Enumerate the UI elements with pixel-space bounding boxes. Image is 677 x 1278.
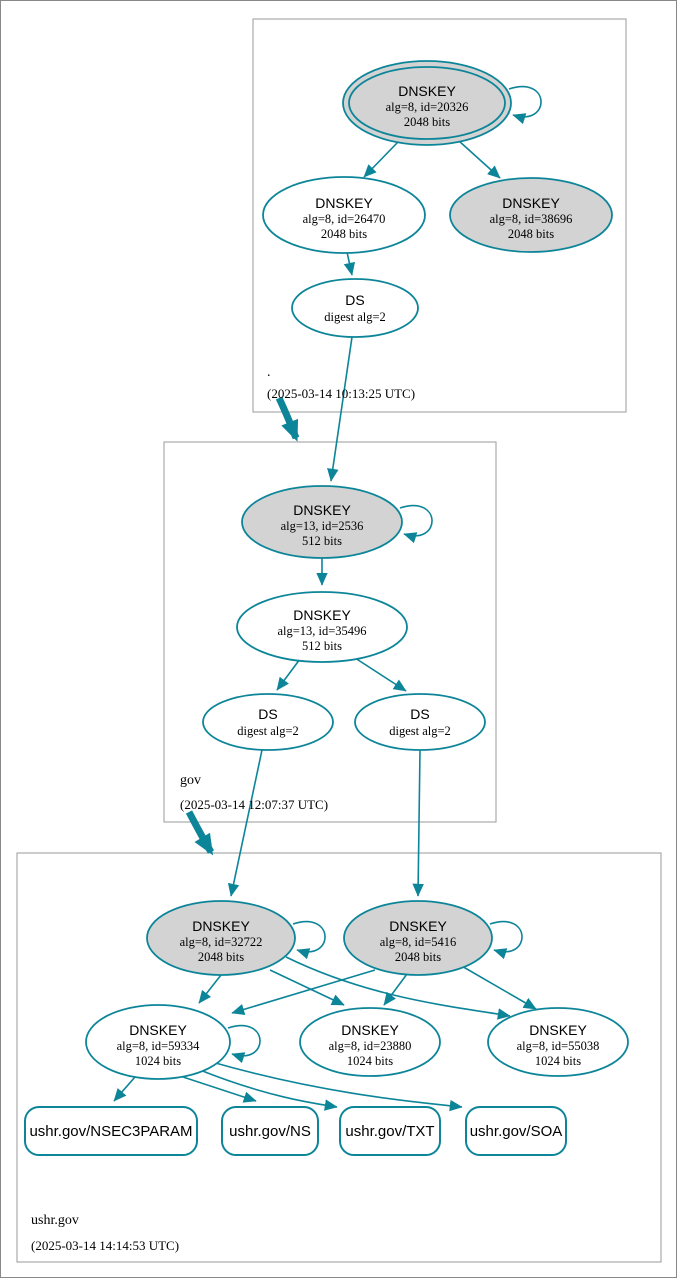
edge-ksk2-to-zsk2 [383,973,408,1006]
node-algid: alg=8, id=23880 [329,1039,412,1053]
zone-timestamp-root: (2025-03-14 10:13:25 UTC) [267,386,415,401]
node-bits: 512 bits [302,534,342,548]
rrset-label: ushr.gov/SOA [470,1123,563,1140]
node-title: DNSKEY [293,502,351,518]
node-bits: 2048 bits [395,950,441,964]
edge-root-ds-to-gov-ksk [327,336,353,482]
node-title: DNSKEY [398,83,456,99]
node-algid: alg=8, id=26470 [303,212,386,226]
zone-timestamp-ushr-gov: (2025-03-14 14:14:53 UTC) [31,1238,179,1253]
edge-ksk2-to-zsk1 [231,969,376,1015]
edge-gov-ksk-selfloop [399,504,433,544]
edge-ksk2-to-zsk3 [459,964,537,1010]
node-bits: 2048 bits [321,227,367,241]
node-bits: 1024 bits [347,1054,393,1068]
node-algid: alg=8, id=5416 [380,935,457,949]
edge-ushr-zsk1-selfloop [227,1024,261,1064]
node-algid: digest alg=2 [237,724,299,738]
node-dnskey-5416[interactable]: DNSKEY alg=8, id=5416 2048 bits [343,900,493,976]
zone-label-ushr-gov: ushr.gov [31,1213,79,1228]
delegation-arrow-gov-to-ushr [185,810,215,856]
edge-gov-ds1-to-ushr-ksk1 [227,749,263,897]
node-algid: alg=8, id=32722 [180,935,263,949]
node-title: DS [258,706,277,722]
node-bits: 2048 bits [198,950,244,964]
node-title: DNSKEY [293,607,351,623]
node-title: DNSKEY [315,195,373,211]
edge-ksk1-to-zsk3 [285,956,511,1020]
edge-root-zsk-to-ds [343,251,356,276]
node-title: DNSKEY [129,1022,187,1038]
edge-gov-zsk-to-ds1 [276,658,301,691]
edge-ushr-ksk2-selfloop [489,920,523,960]
node-algid: alg=13, id=2536 [281,519,364,533]
node-algid: digest alg=2 [324,310,386,324]
edge-root-ksk-to-zsk [363,141,399,178]
node-rrset-soa[interactable]: ushr.gov/SOA [465,1106,567,1156]
edge-zsk1-to-txt [199,1069,338,1111]
rrset-label: ushr.gov/NSEC3PARAM [29,1123,192,1140]
node-dnskey-55038[interactable]: DNSKEY alg=8, id=55038 1024 bits [487,1007,629,1077]
node-bits: 1024 bits [535,1054,581,1068]
node-algid: digest alg=2 [389,724,451,738]
node-rrset-nsec3param[interactable]: ushr.gov/NSEC3PARAM [24,1106,198,1156]
edge-root-ksk-selfloop [508,85,542,125]
edge-root-ksk-to-key38696 [458,140,501,179]
node-root-ds[interactable]: DS digest alg=2 [291,278,419,338]
node-title: DS [345,292,364,308]
rrset-label: ushr.gov/TXT [345,1123,434,1140]
node-bits: 2048 bits [508,227,554,241]
edge-zsk1-to-ns [179,1075,257,1103]
node-dnskey-23880[interactable]: DNSKEY alg=8, id=23880 1024 bits [299,1007,441,1077]
node-title: DNSKEY [341,1022,399,1038]
node-dnskey-26470[interactable]: DNSKEY alg=8, id=26470 2048 bits [262,176,426,254]
zone-box-gov [163,441,497,823]
edge-gov-ds2-to-ushr-ksk2 [412,749,424,897]
node-algid: alg=13, id=35496 [277,624,366,638]
node-dnskey-59334[interactable]: DNSKEY alg=8, id=59334 1024 bits [85,1004,231,1080]
zone-box-root [252,18,627,413]
edge-ksk1-to-zsk2 [269,969,345,1006]
zone-label-gov: gov [180,773,201,788]
node-gov-ds-right[interactable]: DS digest alg=2 [354,693,486,751]
node-dnskey-20326[interactable]: DNSKEY alg=8, id=20326 2048 bits [342,60,512,146]
zone-timestamp-gov: (2025-03-14 12:07:37 UTC) [180,797,328,812]
node-dnskey-32722[interactable]: DNSKEY alg=8, id=32722 2048 bits [146,900,296,976]
node-rrset-txt[interactable]: ushr.gov/TXT [339,1106,441,1156]
node-bits: 512 bits [302,639,342,653]
zone-label-root: . [267,365,271,380]
node-title: DNSKEY [529,1022,587,1038]
edge-gov-zsk-to-ds2 [351,655,407,692]
zone-box-ushr-gov [16,852,662,1263]
node-dnskey-38696[interactable]: DNSKEY alg=8, id=38696 2048 bits [449,177,613,253]
node-dnskey-2536[interactable]: DNSKEY alg=13, id=2536 512 bits [241,485,403,559]
node-rrset-ns[interactable]: ushr.gov/NS [221,1106,319,1156]
node-algid: alg=8, id=55038 [517,1039,600,1053]
node-algid: alg=8, id=38696 [490,212,573,226]
node-algid: alg=8, id=20326 [386,100,469,114]
node-dnskey-35496[interactable]: DNSKEY alg=13, id=35496 512 bits [236,591,408,663]
node-title: DNSKEY [389,918,447,934]
rrset-label: ushr.gov/NS [229,1123,311,1140]
delegation-arrow-root-to-gov [275,396,300,442]
node-gov-ds-left[interactable]: DS digest alg=2 [202,693,334,751]
edge-zsk1-to-soa [211,1061,463,1112]
edge-ksk1-to-zsk1 [198,974,222,1004]
node-title: DNSKEY [192,918,250,934]
node-bits: 2048 bits [404,115,450,129]
node-title: DNSKEY [502,195,560,211]
node-bits: 1024 bits [135,1054,181,1068]
node-algid: alg=8, id=59334 [117,1039,201,1053]
edge-ushr-ksk1-selfloop [292,920,326,960]
node-title: DS [410,706,429,722]
edge-zsk1-to-nsec3param [113,1076,136,1102]
